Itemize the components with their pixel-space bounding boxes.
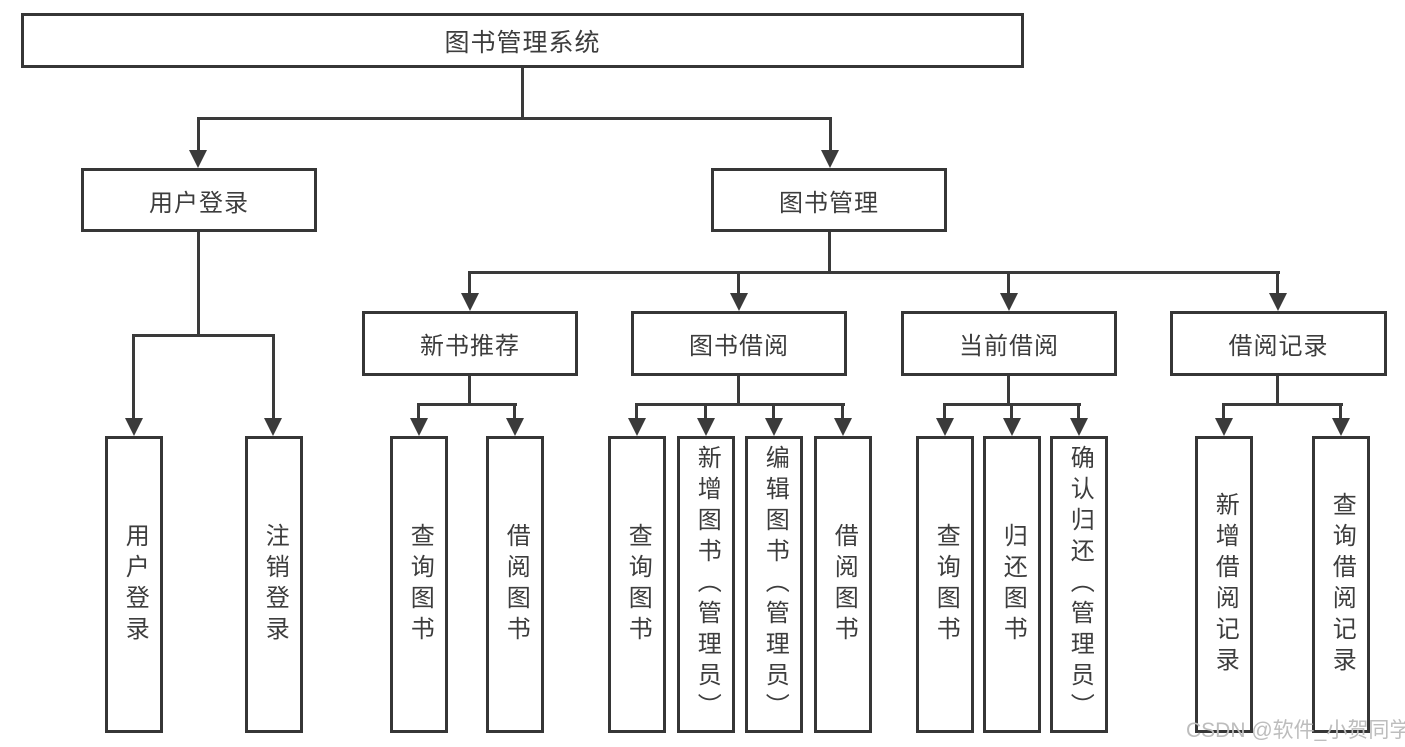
connector-line <box>197 117 832 120</box>
leaf-confirm-return-admin: 确认归还（管理员） <box>1050 436 1108 733</box>
arrow-down-icon <box>1269 293 1287 311</box>
connector-line <box>1010 403 1013 420</box>
connector-line <box>1276 271 1279 297</box>
connector-line <box>772 403 775 420</box>
connector-line <box>468 376 471 406</box>
leaf-return-books: 归还图书 <box>983 436 1041 733</box>
connector-line <box>197 117 200 153</box>
node-label: 当前借阅 <box>959 333 1059 360</box>
node-new-book-recommend: 新书推荐 <box>362 311 578 376</box>
node-label: 图书管理系统 <box>444 28 601 57</box>
arrow-down-icon <box>189 150 207 168</box>
connector-line <box>132 334 135 420</box>
node-borrowing-records: 借阅记录 <box>1170 311 1387 376</box>
node-label: 新书推荐 <box>420 333 520 360</box>
connector-line <box>132 334 275 337</box>
connector-line <box>521 68 524 119</box>
leaf-label: 查询图书 <box>624 522 652 647</box>
connector-line <box>704 403 707 420</box>
arrow-down-icon <box>697 418 715 436</box>
leaf-user-login: 用户登录 <box>105 436 163 733</box>
connector-line <box>1007 271 1010 297</box>
leaf-logout: 注销登录 <box>245 436 303 733</box>
connector-line <box>737 271 740 297</box>
arrow-down-icon <box>1003 418 1021 436</box>
connector-line <box>1007 376 1010 406</box>
node-label: 图书管理 <box>779 189 879 217</box>
arrow-down-icon <box>1000 293 1018 311</box>
leaf-query-books-current: 查询图书 <box>916 436 974 733</box>
connector-line <box>737 376 740 406</box>
leaf-label: 用户登录 <box>121 522 149 647</box>
connector-line <box>468 271 1280 274</box>
leaf-label: 查询借阅记录 <box>1328 491 1356 678</box>
arrow-down-icon <box>628 418 646 436</box>
node-root-system: 图书管理系统 <box>21 13 1024 68</box>
arrow-down-icon <box>1332 418 1350 436</box>
leaf-borrow-books-recommend: 借阅图书 <box>486 436 544 733</box>
leaf-label: 借阅图书 <box>502 522 530 647</box>
leaf-add-borrow-record: 新增借阅记录 <box>1195 436 1253 733</box>
arrow-down-icon <box>730 293 748 311</box>
node-label: 借阅记录 <box>1228 333 1329 360</box>
arrow-down-icon <box>410 418 428 436</box>
arrow-down-icon <box>834 418 852 436</box>
connector-line <box>1276 376 1279 406</box>
arrow-down-icon <box>264 418 282 436</box>
node-book-borrowing: 图书借阅 <box>631 311 847 376</box>
leaf-query-books-recommend: 查询图书 <box>390 436 448 733</box>
arrow-down-icon <box>1215 418 1233 436</box>
leaf-query-borrow-record: 查询借阅记录 <box>1312 436 1370 733</box>
arrow-down-icon <box>1070 418 1088 436</box>
connector-line <box>417 403 517 406</box>
leaf-query-books-borrowing: 查询图书 <box>608 436 666 733</box>
arrow-down-icon <box>765 418 783 436</box>
connector-line <box>1222 403 1225 420</box>
arrow-down-icon <box>821 150 839 168</box>
connector-line <box>841 403 844 420</box>
connector-line <box>943 403 946 420</box>
leaf-label: 注销登录 <box>261 522 289 647</box>
leaf-label: 新增图书（管理员） <box>693 445 721 724</box>
leaf-label: 归还图书 <box>999 522 1027 647</box>
connector-line <box>468 271 471 297</box>
node-label: 图书借阅 <box>689 333 789 360</box>
connector-line <box>197 232 200 336</box>
connector-line <box>1339 403 1342 420</box>
leaf-label: 查询图书 <box>932 522 960 647</box>
connector-line <box>1222 403 1343 406</box>
arrow-down-icon <box>936 418 954 436</box>
node-label: 用户登录 <box>149 189 249 217</box>
arrow-down-icon <box>506 418 524 436</box>
leaf-label: 新增借阅记录 <box>1211 491 1239 678</box>
connector-line <box>417 403 420 420</box>
connector-line <box>635 403 638 420</box>
node-book-management-branch: 图书管理 <box>711 168 947 232</box>
leaf-label: 编辑图书（管理员） <box>761 445 789 724</box>
leaf-edit-books-admin: 编辑图书（管理员） <box>745 436 803 733</box>
arrow-down-icon <box>125 418 143 436</box>
watermark: CSDN @软件_小贺同学 <box>1186 719 1405 742</box>
leaf-borrow-books: 借阅图书 <box>814 436 872 733</box>
node-current-borrowing: 当前借阅 <box>901 311 1117 376</box>
connector-line <box>1077 403 1080 420</box>
node-user-login-branch: 用户登录 <box>81 168 317 232</box>
connector-line <box>828 232 831 274</box>
leaf-label: 确认归还（管理员） <box>1066 445 1094 724</box>
leaf-label: 借阅图书 <box>830 522 858 647</box>
connector-line <box>513 403 516 420</box>
arrow-down-icon <box>461 293 479 311</box>
leaf-add-books-admin: 新增图书（管理员） <box>677 436 735 733</box>
connector-line <box>272 334 275 420</box>
connector-line <box>635 403 845 406</box>
leaf-label: 查询图书 <box>406 522 434 647</box>
connector-line <box>829 117 832 153</box>
